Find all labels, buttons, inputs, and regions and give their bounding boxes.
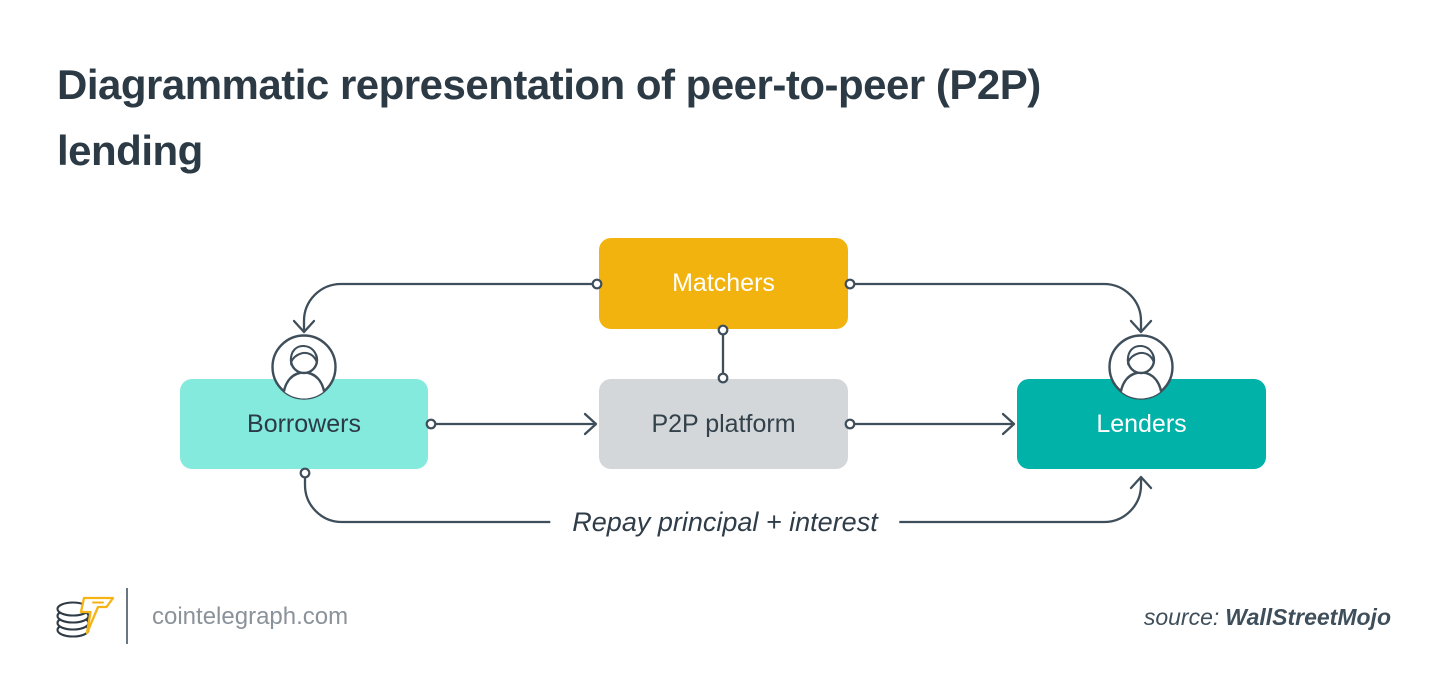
- arrowhead-right-lenders: [1001, 412, 1016, 436]
- node-matchers: Matchers: [599, 238, 848, 329]
- node-p2p-platform: P2P platform: [599, 379, 848, 469]
- source-name: WallStreetMojo: [1225, 604, 1391, 630]
- footer-brand-text: cointelegraph.com: [152, 603, 349, 630]
- footer: cointelegraph.com source:WallStreetMojo: [0, 585, 1450, 655]
- source-prefix: source:: [1143, 604, 1220, 630]
- node-borrowers-label: Borrowers: [247, 409, 361, 438]
- arrowhead-right-platform: [583, 412, 598, 436]
- node-p2p-platform-label: P2P platform: [651, 409, 796, 438]
- edge-matchers-lenders: [848, 282, 1143, 331]
- node-borrowers: Borrowers: [180, 379, 428, 469]
- arrowhead-up-lenders: [1129, 475, 1153, 490]
- node-lenders: Lenders: [1017, 379, 1266, 469]
- footer-source: source:WallStreetMojo: [1144, 604, 1391, 631]
- node-matchers-label: Matchers: [672, 269, 775, 297]
- arrowhead-down-borrowers-icon: [292, 319, 316, 334]
- cointelegraph-logo-icon: [56, 596, 115, 638]
- connector-dot-borrowers-bottom: [299, 467, 311, 479]
- footer-divider: [126, 588, 128, 644]
- arrowhead-down-lenders-icon: [1129, 319, 1153, 334]
- node-lenders-label: Lenders: [1096, 409, 1187, 438]
- page-title: Diagrammatic representation of peer-to-p…: [57, 52, 1377, 184]
- page-title-line1: Diagrammatic representation of peer-to-p…: [57, 61, 1041, 108]
- edge-matchers-borrowers: [302, 282, 599, 331]
- page-title-line2: lending: [57, 127, 203, 174]
- repay-edge-label: Repay principal + interest: [550, 504, 900, 540]
